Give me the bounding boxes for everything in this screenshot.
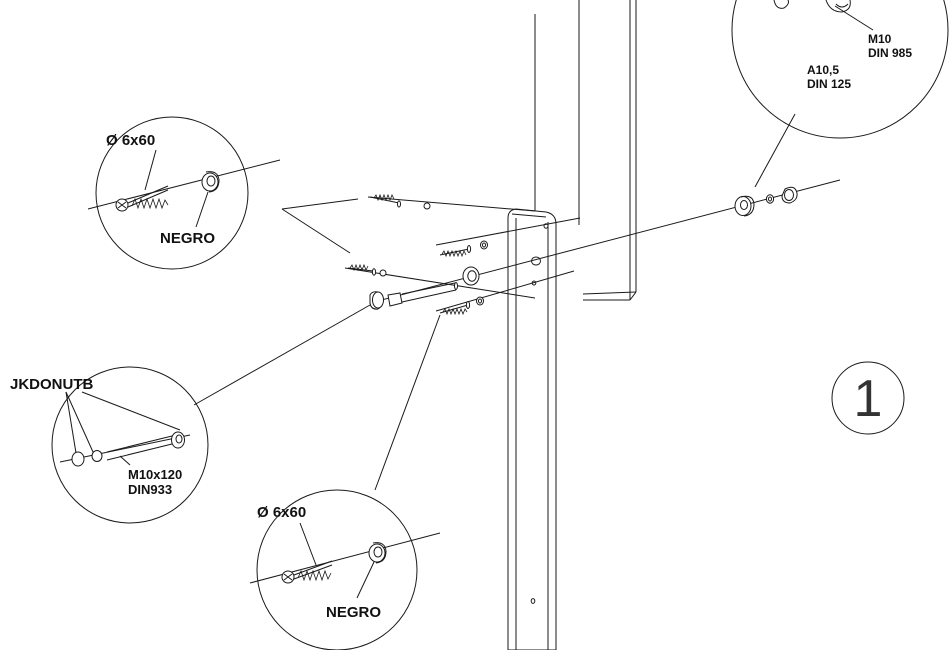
screw-detail-bottom-icon: [281, 560, 333, 584]
screw-upper-icon: [439, 245, 472, 258]
label-washer-steel-std: DIN 125: [807, 77, 851, 91]
nut-right-icon: [781, 186, 798, 204]
detail-circle-top-right: M10 DIN 985 A10,5 DIN 125: [731, 0, 949, 188]
detail-circle-top-left: Ø 6x60 NEGRO: [87, 116, 281, 270]
leader-bolt-detail: [193, 304, 371, 406]
leader-screw-top: [144, 149, 157, 191]
leader-screw-bottom: [299, 522, 317, 566]
large-washer-icon: [462, 266, 480, 286]
washer-upper-icon: [480, 240, 488, 250]
leader-washer-top: [195, 191, 209, 228]
screw-small-left-icon: [347, 263, 377, 276]
label-washer-bottom: NEGRO: [326, 604, 381, 621]
label-washer-top: NEGRO: [160, 230, 215, 247]
label-bolt-std: DIN933: [128, 482, 172, 497]
label-washer-steel: A10,5: [807, 63, 839, 77]
leader-cap-3: [81, 391, 181, 431]
step-indicator: 1: [831, 361, 905, 435]
washer-small-left-icon: [379, 269, 387, 277]
bolt-detail-icon: [106, 431, 185, 461]
leader-washer-bottom: [356, 561, 375, 599]
screw-small-top-icon: [369, 193, 401, 208]
screw-lower-icon: [439, 301, 471, 316]
bracket-slot: [531, 256, 541, 266]
black-washer-detail-bottom-icon: [368, 542, 387, 564]
label-screw-top: Ø 6x60: [106, 132, 155, 149]
exploded-hardware: [347, 186, 798, 316]
leader-nut: [834, 5, 874, 31]
label-cap-part: JKDONUTB: [10, 376, 94, 393]
washer-small-top-icon: [423, 202, 431, 210]
step-number: 1: [854, 370, 883, 428]
label-bolt: M10x120: [128, 467, 182, 482]
label-nut-std: DIN 985: [868, 46, 912, 60]
vertical-post: [534, 0, 637, 301]
label-nut: M10: [868, 32, 892, 46]
black-washer-detail-top-icon: [201, 171, 220, 193]
washer-lower-icon: [476, 296, 484, 306]
leader-bottom-detail: [374, 314, 441, 491]
detail-circle-bottom: Ø 6x60 NEGRO: [249, 314, 441, 650]
metal-bracket: [507, 208, 557, 650]
label-screw-bottom: Ø 6x60: [257, 504, 306, 521]
explosion-axes: [281, 179, 841, 312]
cap-washer-detail-icon: [91, 450, 103, 462]
bracket-hole-bottom: [530, 598, 536, 604]
bolt-assembly-icon: [369, 282, 458, 310]
washer-steel-icon: [734, 195, 755, 217]
nut-detail-icon: [773, 0, 851, 13]
cap-detail-icon: [71, 451, 85, 467]
detail-circle-left: JKDONUTB M10x120 DIN933: [10, 304, 371, 524]
small-washer-right-icon: [765, 194, 775, 204]
leader-nut-detail: [754, 113, 796, 188]
screw-detail-top-icon: [115, 185, 169, 212]
leader-cap-1: [65, 391, 77, 454]
leader-bolt: [119, 455, 131, 466]
leader-cap-2: [65, 391, 94, 453]
